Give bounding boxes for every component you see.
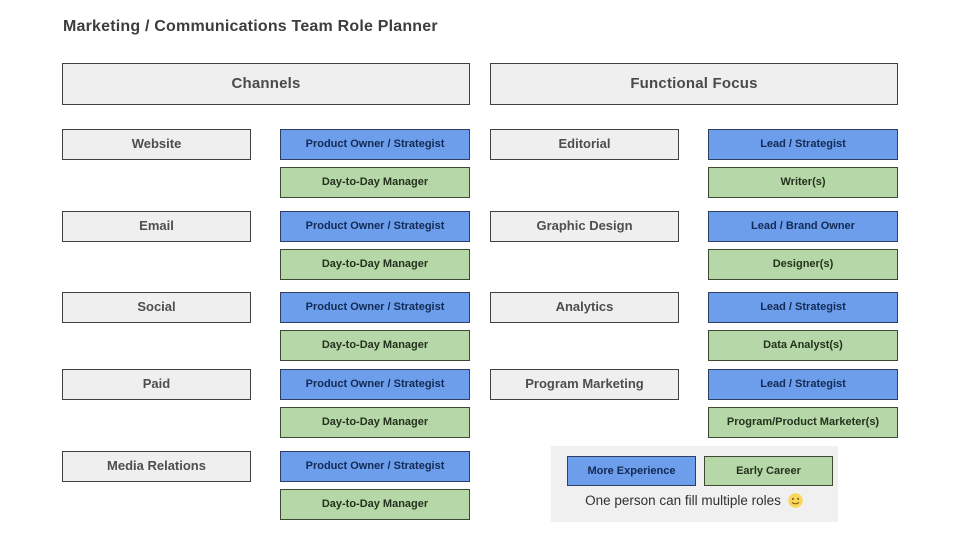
role-website-primary: Product Owner / Strategist (280, 129, 470, 160)
role-media-relations-primary: Product Owner / Strategist (280, 451, 470, 482)
role-media-relations-secondary: Day-to-Day Manager (280, 489, 470, 520)
role-paid-secondary: Day-to-Day Manager (280, 407, 470, 438)
channel-label-website: Website (62, 129, 251, 160)
legend-note-text: One person can fill multiple roles (585, 493, 781, 508)
page-title: Marketing / Communications Team Role Pla… (63, 18, 438, 35)
legend-note: One person can fill multiple roles (551, 492, 838, 509)
focus-label-program-marketing: Program Marketing (490, 369, 679, 400)
channel-label-social: Social (62, 292, 251, 323)
focus-label-graphic-design: Graphic Design (490, 211, 679, 242)
legend-panel: More Experience Early Career One person … (551, 446, 838, 522)
channel-label-email: Email (62, 211, 251, 242)
role-graphic-design-secondary: Designer(s) (708, 249, 898, 280)
role-social-primary: Product Owner / Strategist (280, 292, 470, 323)
role-editorial-primary: Lead / Strategist (708, 129, 898, 160)
legend-more-experience: More Experience (567, 456, 696, 486)
role-graphic-design-primary: Lead / Brand Owner (708, 211, 898, 242)
legend-early-career: Early Career (704, 456, 833, 486)
role-analytics-secondary: Data Analyst(s) (708, 330, 898, 361)
channel-label-paid: Paid (62, 369, 251, 400)
role-email-secondary: Day-to-Day Manager (280, 249, 470, 280)
role-website-secondary: Day-to-Day Manager (280, 167, 470, 198)
channel-label-media-relations: Media Relations (62, 451, 251, 482)
role-program-marketing-secondary: Program/Product Marketer(s) (708, 407, 898, 438)
role-email-primary: Product Owner / Strategist (280, 211, 470, 242)
smiley-icon (788, 493, 803, 508)
channels-header: Channels (62, 63, 470, 105)
role-editorial-secondary: Writer(s) (708, 167, 898, 198)
role-paid-primary: Product Owner / Strategist (280, 369, 470, 400)
functional-focus-header: Functional Focus (490, 63, 898, 105)
role-analytics-primary: Lead / Strategist (708, 292, 898, 323)
role-program-marketing-primary: Lead / Strategist (708, 369, 898, 400)
focus-label-analytics: Analytics (490, 292, 679, 323)
role-social-secondary: Day-to-Day Manager (280, 330, 470, 361)
focus-label-editorial: Editorial (490, 129, 679, 160)
